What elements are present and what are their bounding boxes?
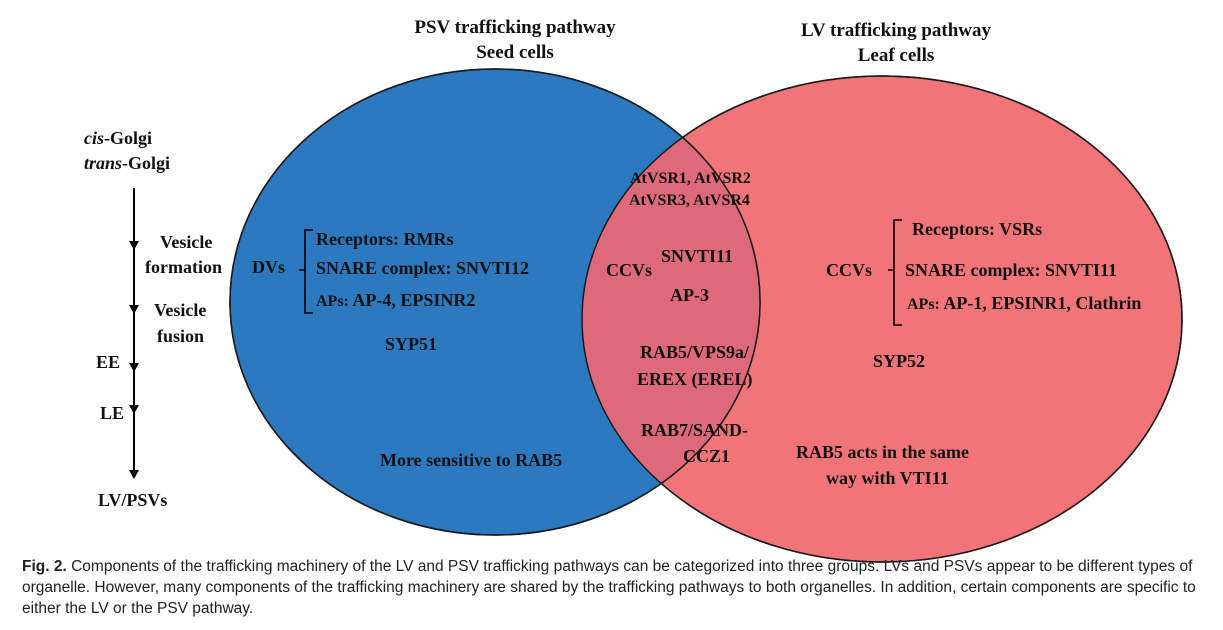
psv-note: More sensitive to RAB5 [380, 450, 563, 470]
lv-aps: APs: AP-1, EPSINR1, Clathrin [907, 293, 1141, 314]
shared-ccvs: CCVs [606, 260, 653, 280]
psv-title-line1: PSV trafficking pathway [414, 17, 616, 38]
trans-golgi-label: trans-Golgi [84, 153, 170, 174]
vesicle-fusion-line1: Vesicle [154, 300, 207, 320]
psv-receptors: Receptors: RMRs [316, 229, 454, 249]
psv-aps: APs: AP-4, EPSINR2 [316, 290, 475, 311]
shared-rab7-line1: RAB7/SAND- [641, 420, 749, 440]
shared-rab5-line1: RAB5/VPS9a/ [640, 342, 750, 362]
shared-snvti: SNVTI11 [661, 246, 734, 266]
psv-title: PSV trafficking pathway Seed cells [360, 15, 670, 65]
lv-snare: SNARE complex: SNVTI11 [905, 260, 1118, 280]
cis-rest: -Golgi [104, 128, 152, 148]
psv-aps-prefix: APs: [316, 293, 349, 310]
lv-aps-prefix: APs: [907, 296, 940, 313]
caption-text: Components of the trafficking machinery … [22, 558, 1196, 617]
arrowhead-le [129, 405, 139, 414]
lv-ccvs: CCVs [826, 260, 873, 280]
psv-syp: SYP51 [385, 334, 438, 354]
figure-caption: Fig. 2. Components of the trafficking ma… [22, 556, 1207, 619]
psv-brace [299, 229, 313, 314]
psv-snare: SNARE complex: SNVTI12 [316, 258, 530, 278]
shared-ap3: AP-3 [670, 285, 709, 305]
lv-aps-value: AP-1, EPSINR1, Clathrin [943, 293, 1142, 313]
lv-outline [581, 75, 1183, 563]
le-label: LE [100, 403, 125, 423]
lv-title: LV trafficking pathway Leaf cells [746, 18, 1046, 68]
vesicle-formation-line2: formation [145, 257, 222, 277]
lv-syp: SYP52 [873, 351, 926, 371]
vesicle-formation-line1: Vesicle [160, 232, 213, 252]
shared-rab5-line2: EREX (EREL) [637, 369, 753, 389]
lv-psvs-label: LV/PSVs [98, 490, 168, 510]
shared-rab7-line2: CCZ1 [683, 446, 731, 466]
trans-rest: -Golgi [122, 153, 171, 173]
lv-note-line1: RAB5 acts in the same [796, 442, 969, 462]
arrowhead-fusion [129, 305, 139, 314]
lv-receptors: Receptors: VSRs [912, 219, 1043, 239]
cis-italic: cis [84, 128, 104, 148]
arrowhead-ee [129, 363, 139, 372]
cis-golgi-label: cis-Golgi [84, 128, 152, 149]
figure-label: Fig. 2. [22, 558, 67, 575]
psv-title-line2: Seed cells [476, 42, 554, 63]
shared-vsr-line1: AtVSR1, AtVSR2 [630, 170, 751, 187]
lv-title-line2: Leaf cells [857, 45, 935, 66]
arrowhead-formation [129, 241, 139, 250]
trans-italic: trans [84, 153, 123, 173]
shared-vsr-line2: AtVSR3, AtVSR4 [629, 192, 750, 209]
psv-aps-value: AP-4, EPSINR2 [352, 290, 476, 310]
psv-dvs: DVs [252, 257, 286, 277]
ee-label: EE [96, 352, 121, 372]
vesicle-fusion-line2: fusion [157, 326, 205, 346]
arrowhead-end [129, 470, 139, 479]
lv-title-line1: LV trafficking pathway [800, 20, 992, 41]
lv-brace [888, 219, 902, 326]
psv-outline [229, 68, 761, 536]
lv-note-line2: way with VTI11 [826, 468, 949, 488]
